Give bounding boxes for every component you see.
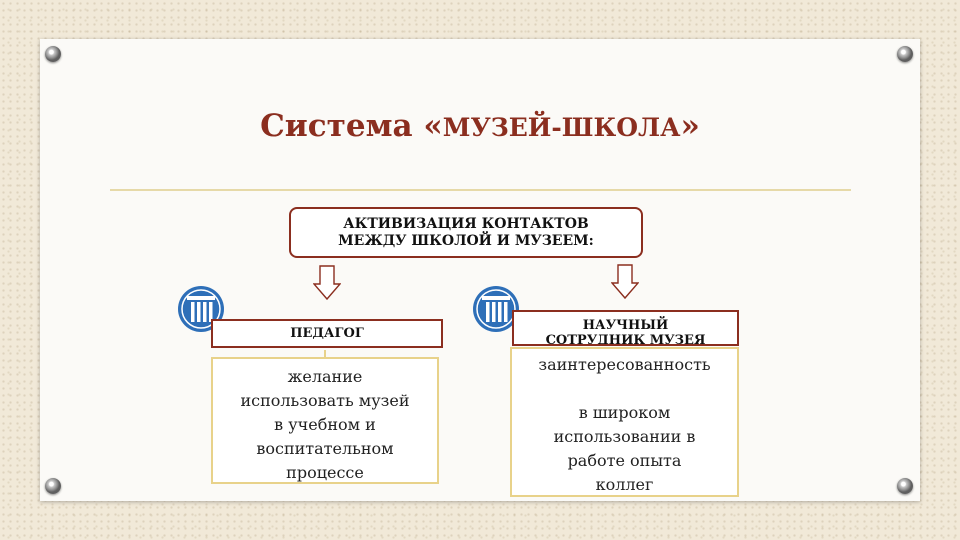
desc-right-line: использовании в [553, 427, 696, 446]
desc-right-line: коллег [595, 475, 654, 494]
down-arrow-right-icon [611, 264, 639, 300]
slide-card [40, 39, 920, 501]
desc-box-museum-staff: заинтересованность в широком использован… [510, 347, 739, 497]
pushpin-top-right-icon [897, 46, 913, 62]
desc-left-line: воспитательном [256, 439, 394, 458]
museum-logo-right-icon [473, 286, 519, 332]
desc-right-line1: заинтересованность [538, 355, 711, 374]
role-right-line2: СОТРУДНИК МУЗЕЯ [545, 333, 706, 346]
pushpin-top-left-icon [45, 46, 61, 62]
title-prefix: Система « [260, 108, 443, 144]
pushpin-bottom-right-icon [897, 478, 913, 494]
top-box-line1: АКТИВИЗАЦИЯ КОНТАКТОВ [343, 215, 589, 232]
down-arrow-left-icon [313, 265, 341, 301]
desc-left-line: использовать музей [240, 391, 410, 410]
desc-right-gap [512, 377, 737, 401]
title-suffix: » [680, 108, 700, 144]
desc-left-line: в учебном и [274, 415, 376, 434]
page-title: Система «МУЗЕЙ-ШКОЛА» [110, 108, 850, 144]
desc-left-line: желание [287, 367, 363, 386]
role-box-museum-staff: НАУЧНЫЙ СОТРУДНИК МУЗЕЯ [512, 310, 739, 346]
desc-right-line: в широком [578, 403, 671, 422]
top-box: АКТИВИЗАЦИЯ КОНТАКТОВ МЕЖДУ ШКОЛОЙ И МУЗ… [289, 207, 643, 258]
top-box-line2: МЕЖДУ ШКОЛОЙ И МУЗЕЕМ: [338, 232, 594, 249]
title-divider [110, 189, 851, 191]
desc-left-line: процессе [286, 463, 364, 482]
pushpin-bottom-left-icon [45, 478, 61, 494]
title-main: МУЗЕЙ-ШКОЛА [442, 113, 681, 142]
role-box-teacher: ПЕДАГОГ [211, 319, 443, 348]
role-right-line1: НАУЧНЫЙ [582, 318, 669, 333]
desc-right-line: работе опыта [567, 451, 682, 470]
desc-box-teacher: желание использовать музей в учебном и в… [211, 357, 439, 484]
